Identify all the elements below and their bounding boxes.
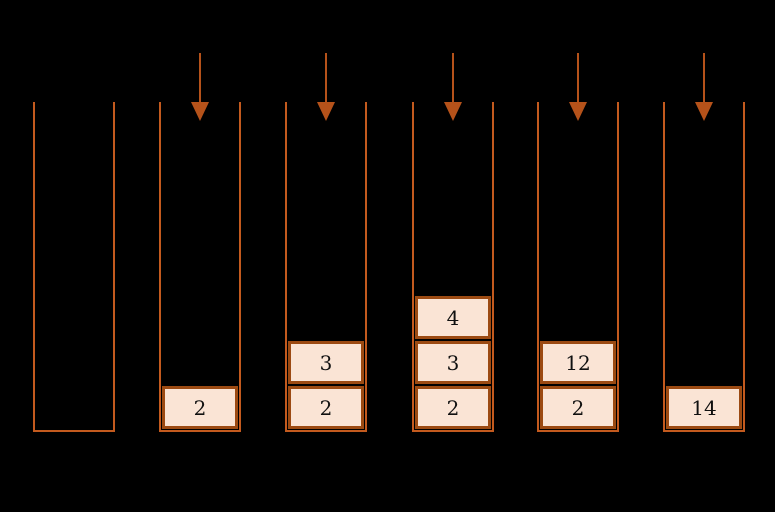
stack-cell[interactable]: 3	[288, 341, 364, 384]
arrow-head	[317, 102, 335, 121]
push-arrow-icon	[444, 53, 462, 121]
stack-cell[interactable]: 14	[666, 386, 742, 429]
stack-container[interactable]	[537, 102, 619, 432]
stack-container[interactable]	[33, 102, 115, 432]
stack-cell[interactable]: 2	[540, 386, 616, 429]
push-arrow-icon	[317, 53, 335, 121]
arrow-shaft	[199, 53, 201, 103]
arrow-head	[191, 102, 209, 121]
arrow-shaft	[325, 53, 327, 103]
push-arrow-icon	[569, 53, 587, 121]
arrow-head	[444, 102, 462, 121]
stack-cell[interactable]: 12	[540, 341, 616, 384]
arrow-shaft	[452, 53, 454, 103]
arrow-head	[569, 102, 587, 121]
arrow-shaft	[577, 53, 579, 103]
stack-container[interactable]	[285, 102, 367, 432]
stack-cell[interactable]: 2	[162, 386, 238, 429]
arrow-shaft	[703, 53, 705, 103]
push-arrow-icon	[695, 53, 713, 121]
stack-container[interactable]	[412, 102, 494, 432]
push-arrow-icon	[191, 53, 209, 121]
stack-cell[interactable]: 3	[415, 341, 491, 384]
stack-cell[interactable]: 4	[415, 296, 491, 339]
stack-cell[interactable]: 2	[288, 386, 364, 429]
stack-cell[interactable]: 2	[415, 386, 491, 429]
stack-container[interactable]	[159, 102, 241, 432]
arrow-head	[695, 102, 713, 121]
stack-container[interactable]	[663, 102, 745, 432]
